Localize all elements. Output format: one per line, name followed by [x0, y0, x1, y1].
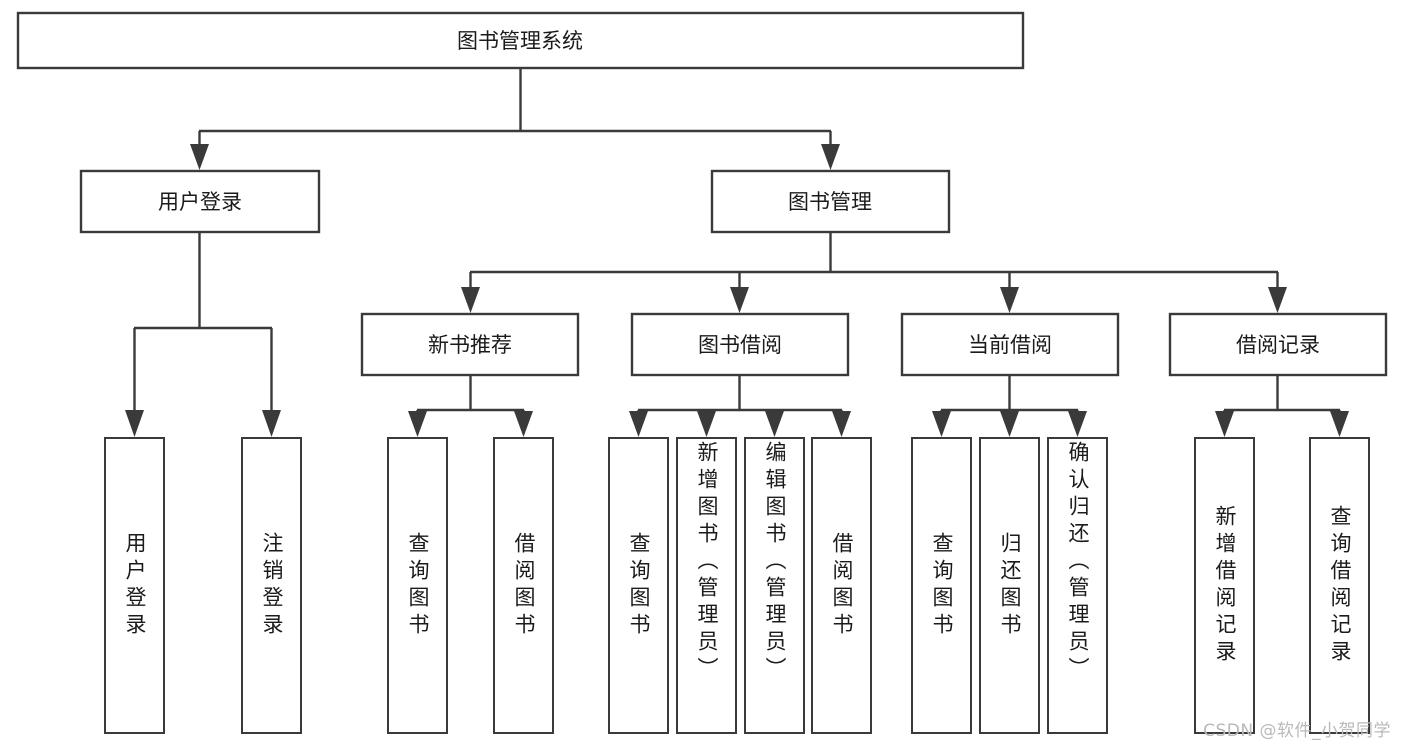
leaf-node[interactable]: 查询借阅记录 [1309, 437, 1370, 734]
arrow-head-leaf-bb-2 [765, 411, 784, 437]
arrow-head-leaf-cb-2 [1068, 411, 1087, 437]
node-current-borrow-box[interactable] [900, 312, 1120, 377]
node-borrow-record-label: 借阅记录 [1236, 333, 1320, 357]
connector-group-root [190, 68, 840, 170]
leaf-label: 借阅图书 [512, 531, 536, 640]
leaf-node[interactable]: 查询图书 [608, 437, 669, 734]
arrow-head-leaf-cb-1 [1000, 411, 1019, 437]
leaf-node[interactable]: 新增图书（管理员） [676, 437, 737, 734]
leaf-node[interactable]: 用户登录 [104, 437, 165, 734]
leaf-label: 查询图书 [627, 531, 651, 640]
node-new-book-recommend[interactable]: 新书推荐 [360, 312, 580, 377]
connector-group-current-borrow [932, 375, 1087, 437]
leaf-node[interactable]: 编辑图书（管理员） [744, 437, 805, 734]
leaf-label: 查询借阅记录 [1328, 504, 1352, 667]
leaf-label: 注销登录 [260, 531, 284, 640]
arrow-head-leaf-bb-0 [629, 411, 648, 437]
node-new-book-recommend-box[interactable] [360, 312, 580, 377]
connector-group-book-manage [461, 232, 1287, 313]
node-new-book-recommend-label: 新书推荐 [428, 333, 512, 357]
connector-group-book-borrow [629, 375, 851, 437]
arrow-head-leaf-cb-0 [932, 411, 951, 437]
node-user-login-box[interactable] [79, 169, 321, 234]
arrow-head-leaf-bb-3 [832, 411, 851, 437]
node-root-box[interactable] [16, 11, 1025, 70]
leaf-label: 新增借阅记录 [1213, 504, 1237, 667]
leaf-label: 归还图书 [998, 531, 1022, 640]
node-book-manage-box[interactable] [710, 169, 951, 234]
arrow-head-new-book-recommend [461, 287, 480, 313]
node-root[interactable]: 图书管理系统 [16, 11, 1025, 70]
arrow-head-book-borrow [730, 287, 749, 313]
arrow-head-leaf-user-login-0 [125, 410, 144, 437]
leaf-label: 确认归还（管理员） [1066, 441, 1090, 684]
leaf-node[interactable]: 借阅图书 [811, 437, 872, 734]
leaf-node[interactable]: 查询图书 [387, 437, 448, 734]
node-borrow-record[interactable]: 借阅记录 [1168, 312, 1388, 377]
leaf-label: 编辑图书（管理员） [763, 441, 787, 684]
leaf-node[interactable]: 查询图书 [911, 437, 972, 734]
node-book-borrow-label: 图书借阅 [698, 333, 782, 357]
leaf-node[interactable]: 新增借阅记录 [1194, 437, 1255, 734]
arrow-head-leaf-nbr-1 [514, 411, 533, 437]
arrow-head-book-manage [821, 144, 840, 170]
arrow-head-leaf-nbr-0 [408, 411, 427, 437]
leaf-label: 用户登录 [123, 531, 147, 640]
node-book-manage-label: 图书管理 [788, 190, 872, 214]
arrow-head-leaf-bb-1 [697, 411, 716, 437]
leaf-node[interactable]: 借阅图书 [493, 437, 554, 734]
connector-group-user-login [125, 232, 281, 437]
node-user-login[interactable]: 用户登录 [79, 169, 321, 234]
arrow-head-leaf-user-login-1 [262, 410, 281, 437]
node-book-borrow-box[interactable] [630, 312, 850, 377]
node-root-label: 图书管理系统 [457, 29, 583, 53]
leaf-label: 借阅图书 [830, 531, 854, 640]
connector-group-new-book-recommend [408, 375, 533, 437]
arrow-head-borrow-record [1268, 287, 1287, 313]
arrow-head-leaf-br-0 [1215, 411, 1234, 437]
leaf-label: 查询图书 [930, 531, 954, 640]
arrow-head-leaf-br-1 [1330, 411, 1349, 437]
node-book-manage[interactable]: 图书管理 [710, 169, 951, 234]
arrow-head-user-login [190, 144, 209, 170]
leaf-label: 查询图书 [406, 531, 430, 640]
leaf-node[interactable]: 注销登录 [241, 437, 302, 734]
connector-group-borrow-record [1215, 375, 1349, 437]
node-current-borrow-label: 当前借阅 [968, 333, 1052, 357]
leaf-node[interactable]: 确认归还（管理员） [1047, 437, 1108, 734]
node-current-borrow[interactable]: 当前借阅 [900, 312, 1120, 377]
node-book-borrow[interactable]: 图书借阅 [630, 312, 850, 377]
leaf-label: 新增图书（管理员） [695, 441, 719, 684]
node-user-login-label: 用户登录 [158, 190, 242, 214]
leaf-node[interactable]: 归还图书 [979, 437, 1040, 734]
arrow-head-current-borrow [1000, 287, 1019, 313]
node-borrow-record-box[interactable] [1168, 312, 1388, 377]
